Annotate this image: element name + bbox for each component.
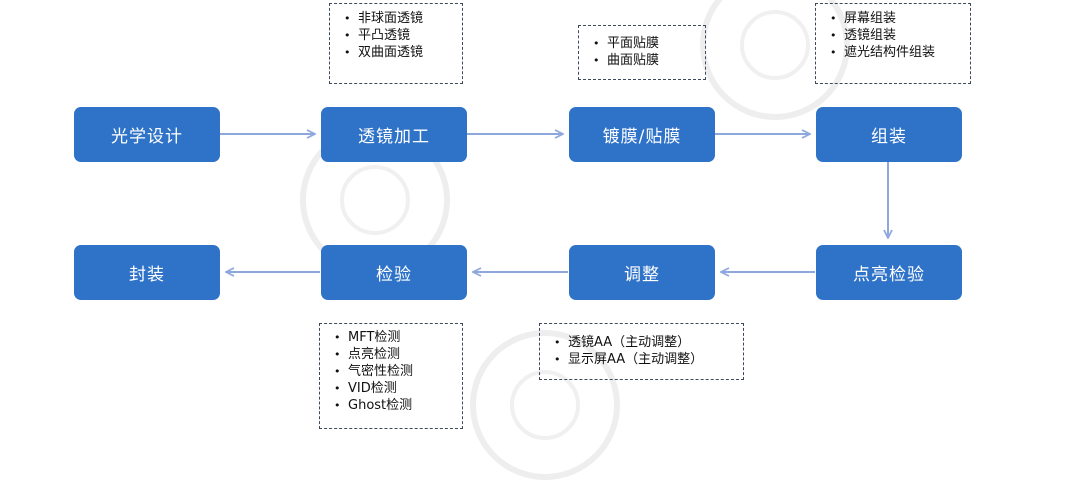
list-item: 透镜组装 xyxy=(830,27,962,44)
note-adjust-types: 透镜AA（主动调整） 显示屏AA（主动调整） xyxy=(539,323,744,380)
list-item: 遮光结构件组装 xyxy=(830,44,962,61)
flow-arrows xyxy=(220,0,1080,433)
step-package: 封装 xyxy=(74,245,220,300)
list-item: 气密性检测 xyxy=(334,363,454,380)
note-film-types: 平面贴膜 曲面贴膜 xyxy=(578,25,706,80)
step-inspect: 检验 xyxy=(321,245,467,300)
list-item: 透镜AA（主动调整） xyxy=(554,334,735,351)
list-item: 平面贴膜 xyxy=(593,35,697,52)
step-coating: 镀膜/贴膜 xyxy=(569,107,715,162)
step-adjust: 调整 xyxy=(569,245,715,300)
note-lens-types: 非球面透镜 平凸透镜 双曲面透镜 xyxy=(329,3,463,84)
note-inspect-types: MFT检测 点亮检测 气密性检测 VID检测 Ghost检测 xyxy=(319,323,463,429)
list-item: Ghost检测 xyxy=(334,397,454,414)
list-item: 双曲面透镜 xyxy=(344,44,454,61)
step-lens-processing: 透镜加工 xyxy=(321,107,467,162)
list-item: 显示屏AA（主动调整） xyxy=(554,351,735,368)
note-assembly-types: 屏幕组装 透镜组装 遮光结构件组装 xyxy=(815,3,971,84)
list-item: MFT检测 xyxy=(334,329,454,346)
step-assembly: 组装 xyxy=(816,107,962,162)
list-item: 点亮检测 xyxy=(334,346,454,363)
list-item: 非球面透镜 xyxy=(344,10,454,27)
list-item: 曲面贴膜 xyxy=(593,52,697,69)
list-item: VID检测 xyxy=(334,380,454,397)
list-item: 屏幕组装 xyxy=(830,10,962,27)
step-optical-design: 光学设计 xyxy=(74,107,220,162)
list-item: 平凸透镜 xyxy=(344,27,454,44)
step-light-test: 点亮检验 xyxy=(816,245,962,300)
